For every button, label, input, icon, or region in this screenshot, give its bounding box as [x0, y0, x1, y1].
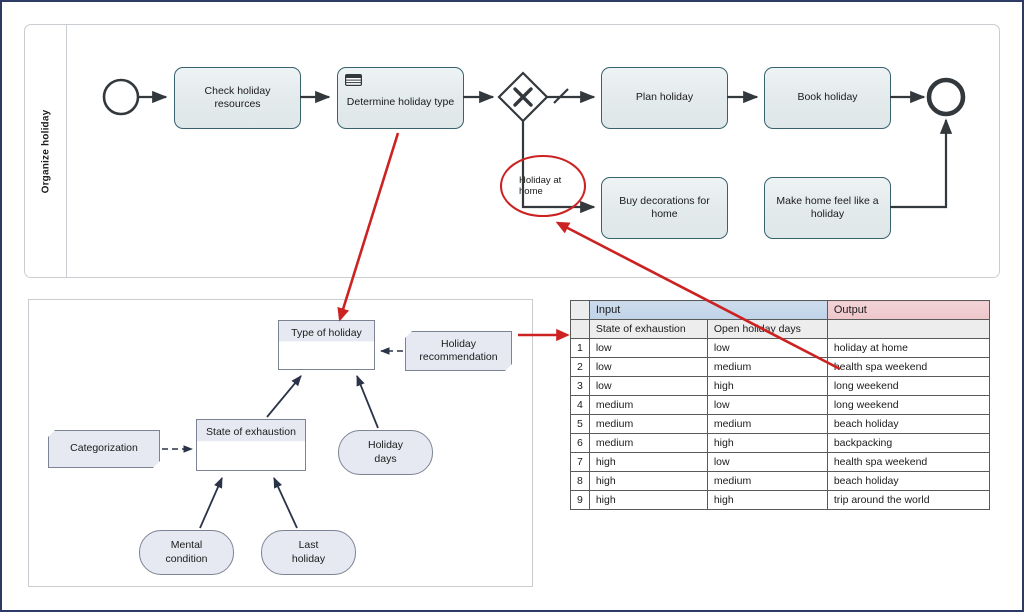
cell-output: beach holiday [826, 471, 990, 491]
drd-panel: Type of holiday State of exhaustion Holi… [28, 299, 533, 587]
table-row[interactable]: 8 high medium beach holiday [570, 471, 990, 491]
rule-index: 2 [570, 357, 590, 377]
rule-index: 9 [570, 490, 590, 510]
bpmn-task-label: Buy decorations for home [619, 194, 710, 220]
bpmn-lane-header: Organize holiday [25, 25, 67, 277]
bpmn-task-label: Book holiday [797, 91, 858, 104]
decision-table-column-header-row: State of exhaustion Open holiday days [570, 319, 990, 339]
bpmn-lane-label-text: Organize holiday [40, 109, 51, 193]
cell-open-holiday-days: low [706, 338, 828, 358]
table-row[interactable]: 9 high high trip around the world [570, 490, 990, 510]
table-row[interactable]: 4 medium low long weekend [570, 395, 990, 415]
cell-state-of-exhaustion: high [588, 490, 708, 510]
cell-state-of-exhaustion: high [588, 452, 708, 472]
decision-table: Input Output State of exhaustion Open ho… [570, 300, 990, 510]
drd-input-holiday-days[interactable]: Holiday days [338, 430, 433, 475]
bpmn-task-label: Determine holiday type [346, 95, 455, 108]
drd-node-label: Categorization [70, 442, 138, 455]
drd-node-label: Holiday recommendation [419, 337, 498, 363]
cell-output: backpacking [826, 433, 990, 453]
cell-state-of-exhaustion: low [588, 338, 708, 358]
drd-node-label: State of exhaustion [206, 426, 296, 438]
cell-state-of-exhaustion: medium [588, 395, 708, 415]
cell-open-holiday-days: high [706, 433, 828, 453]
cell-open-holiday-days: high [706, 376, 828, 396]
cell-state-of-exhaustion: medium [588, 414, 708, 434]
cell-open-holiday-days: medium [706, 471, 828, 491]
rule-index: 7 [570, 452, 590, 472]
bpmn-task-make-home-feel-like-a-holiday[interactable]: Make home feel like a holiday [764, 177, 891, 239]
drd-decision-type-of-holiday[interactable]: Type of holiday [278, 320, 375, 370]
drd-node-label: Mental condition [165, 539, 208, 565]
bpmn-task-book-holiday[interactable]: Book holiday [764, 67, 891, 129]
cell-state-of-exhaustion: high [588, 471, 708, 491]
decision-table-group-header-row: Input Output [570, 300, 990, 320]
cell-state-of-exhaustion: low [588, 376, 708, 396]
bpmn-task-buy-decorations-for-home[interactable]: Buy decorations for home [601, 177, 728, 239]
cell-output: trip around the world [826, 490, 990, 510]
bpmn-task-label: Make home feel like a holiday [776, 194, 879, 220]
rule-index: 5 [570, 414, 590, 434]
rule-index: 6 [570, 433, 590, 453]
bpmn-pool: Organize holiday Check holiday resources… [24, 24, 1000, 278]
table-row[interactable]: 3 low high long weekend [570, 376, 990, 396]
cell-output: beach holiday [826, 414, 990, 434]
bpmn-task-label: Plan holiday [635, 91, 694, 104]
cell-output: health spa weekend [826, 357, 990, 377]
table-row[interactable]: 2 low medium health spa weekend [570, 357, 990, 377]
decision-table-output-group-header: Output [826, 300, 990, 320]
cell-output: health spa weekend [826, 452, 990, 472]
decision-table-body: 1 low low holiday at home 2 low medium h… [570, 338, 990, 510]
drd-decision-state-of-exhaustion[interactable]: State of exhaustion [196, 419, 306, 471]
table-row[interactable]: 6 medium high backpacking [570, 433, 990, 453]
cell-open-holiday-days: medium [706, 414, 828, 434]
decision-table-input-group-header: Input [588, 300, 828, 320]
table-row[interactable]: 5 medium medium beach holiday [570, 414, 990, 434]
bpmn-task-label: Check holiday resources [204, 84, 271, 110]
rule-index: 8 [570, 471, 590, 491]
bpmn-task-determine-holiday-type[interactable]: Determine holiday type [337, 67, 464, 129]
table-row[interactable]: 1 low low holiday at home [570, 338, 990, 358]
cell-open-holiday-days: low [706, 452, 828, 472]
bpmn-task-check-holiday-resources[interactable]: Check holiday resources [174, 67, 301, 129]
rule-index: 3 [570, 376, 590, 396]
cell-output: long weekend [826, 395, 990, 415]
drd-node-label: Last holiday [291, 539, 326, 565]
decision-table-corner-cell [570, 300, 590, 320]
drd-knowledge-source-holiday-recommendation[interactable]: Holiday recommendation [405, 331, 512, 371]
rule-index: 1 [570, 338, 590, 358]
cell-state-of-exhaustion: low [588, 357, 708, 377]
drd-node-label: Holiday days [367, 439, 404, 465]
bpmn-task-plan-holiday[interactable]: Plan holiday [601, 67, 728, 129]
table-row[interactable]: 7 high low health spa weekend [570, 452, 990, 472]
drd-input-last-holiday[interactable]: Last holiday [261, 530, 356, 575]
decision-table-index-header [570, 319, 590, 339]
drd-input-mental-condition[interactable]: Mental condition [139, 530, 234, 575]
drd-knowledge-source-categorization[interactable]: Categorization [48, 430, 160, 468]
decision-table-column-header-state-of-exhaustion: State of exhaustion [588, 319, 708, 339]
decision-table-column-header-output [826, 319, 990, 339]
cell-open-holiday-days: medium [706, 357, 828, 377]
decision-table-column-header-open-holiday-days: Open holiday days [706, 319, 828, 339]
business-rule-icon [345, 74, 362, 86]
cell-open-holiday-days: low [706, 395, 828, 415]
cell-open-holiday-days: high [706, 490, 828, 510]
bpmn-flow-label-holiday-at-home: Holiday at home [519, 175, 562, 198]
cell-output: long weekend [826, 376, 990, 396]
drd-node-label: Type of holiday [291, 327, 362, 339]
cell-output: holiday at home [826, 338, 990, 358]
cell-state-of-exhaustion: medium [588, 433, 708, 453]
rule-index: 4 [570, 395, 590, 415]
